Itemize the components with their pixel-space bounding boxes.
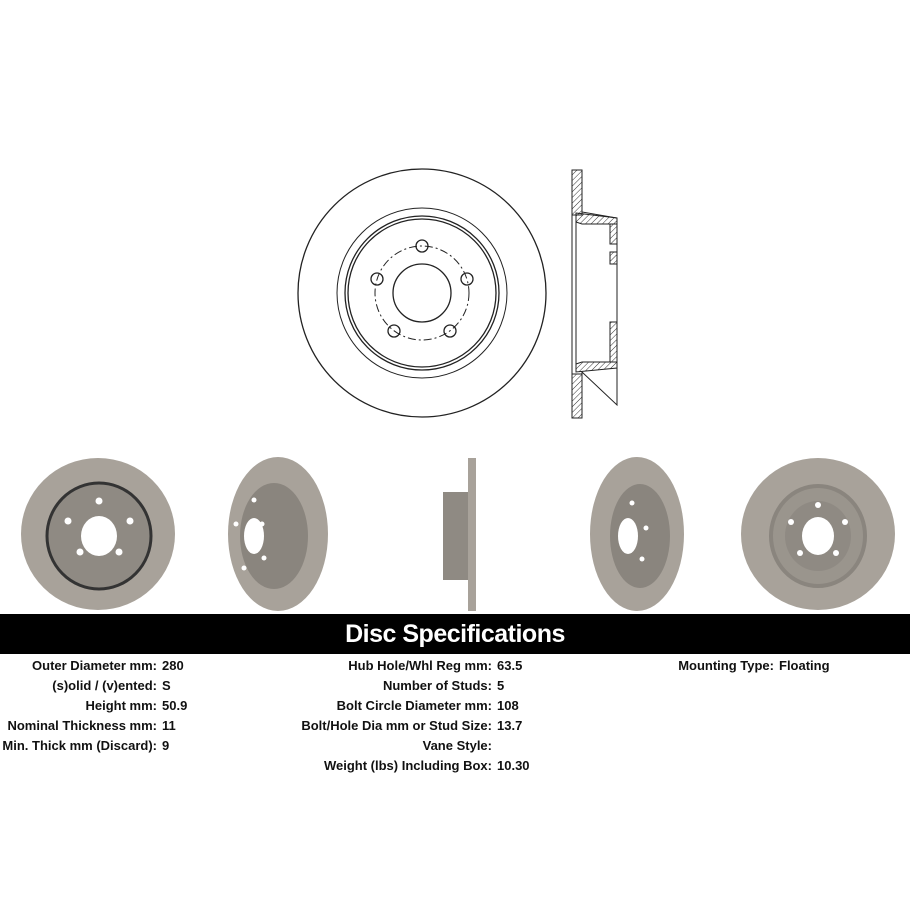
rotor-photo-angle-left (228, 457, 328, 611)
rotor-front-view-drawing (297, 168, 547, 418)
rotor-photo-side (443, 458, 476, 611)
spec-label: Weight (lbs) Including Box: (323, 758, 492, 773)
spec-value: 11 (162, 718, 176, 733)
spec-row-outer-diameter: Outer Diameter mm: 280 (0, 656, 187, 676)
spec-row-number-of-studs: Number of Studs: 5 (300, 676, 530, 696)
rotor-photo-front (21, 458, 175, 610)
rotor-photo-back (741, 458, 895, 610)
specs-column-2: Hub Hole/Whl Reg mm: 63.5 Number of Studs… (300, 656, 530, 776)
spec-value: 280 (162, 658, 184, 673)
spec-label: Height mm: (85, 698, 158, 713)
spec-label: Hub Hole/Whl Reg mm: (348, 658, 492, 673)
spec-value: S (162, 678, 171, 693)
spec-value: 108 (497, 698, 519, 713)
spec-value: 10.30 (497, 758, 530, 773)
spec-value: 5 (497, 678, 505, 693)
spec-row-mounting-type: Mounting Type: Floating (640, 656, 830, 676)
spec-value: 13.7 (497, 718, 523, 733)
spec-value: 50.9 (162, 698, 188, 713)
spec-value: 9 (162, 738, 170, 753)
spec-label: Nominal Thickness mm: (7, 718, 157, 733)
spec-row-weight: Weight (lbs) Including Box: 10.30 (300, 756, 530, 776)
specs-column-3: Mounting Type: Floating (640, 656, 830, 676)
rotor-photo-angle-right (590, 457, 684, 611)
spec-row-vane-style: Vane Style: (300, 736, 530, 756)
spec-label: Min. Thick mm (Discard): (2, 738, 157, 753)
spec-value: 63.5 (497, 658, 523, 673)
spec-label: Bolt/Hole Dia mm or Stud Size: (301, 718, 492, 733)
spec-label: Outer Diameter mm: (32, 658, 157, 673)
spec-row-nominal-thickness: Nominal Thickness mm: 11 (0, 716, 187, 736)
disc-specifications-banner: Disc Specifications (0, 614, 910, 654)
rotor-photo-strip (21, 457, 895, 611)
rotor-technical-drawing (297, 168, 618, 419)
spec-row-min-thickness: Min. Thick mm (Discard): 9 (0, 736, 187, 756)
spec-row-solid-vented: (s)olid / (v)ented: S (0, 676, 187, 696)
spec-label: Mounting Type: (678, 658, 774, 673)
spec-row-bolt-circle: Bolt Circle Diameter mm: 108 (300, 696, 530, 716)
spec-row-bolt-hole-dia: Bolt/Hole Dia mm or Stud Size: 13.7 (300, 716, 530, 736)
spec-row-height: Height mm: 50.9 (0, 696, 188, 716)
specs-column-1: Outer Diameter mm: 280 (s)olid / (v)ented… (0, 656, 187, 756)
spec-value: Floating (779, 658, 830, 673)
rotor-cross-section-drawing (571, 169, 618, 419)
spec-row-hub-hole: Hub Hole/Whl Reg mm: 63.5 (300, 656, 530, 676)
spec-label: Bolt Circle Diameter mm: (336, 698, 492, 713)
spec-label: Vane Style: (422, 738, 492, 753)
spec-label: (s)olid / (v)ented: (52, 678, 157, 693)
spec-value (492, 736, 497, 756)
spec-label: Number of Studs: (382, 678, 492, 693)
